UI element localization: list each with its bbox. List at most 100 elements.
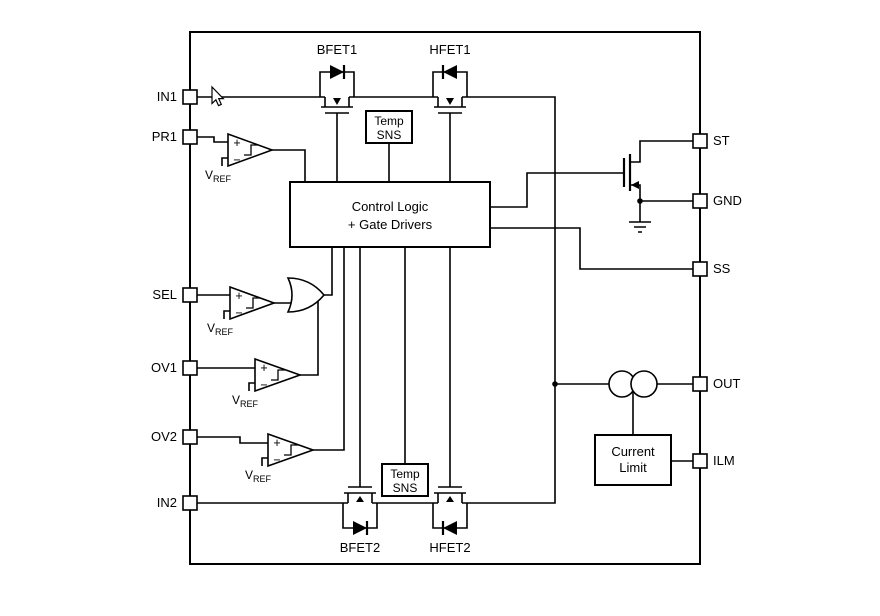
ov1-comparator: + − VREF — [232, 357, 303, 409]
control-logic-line1: Control Logic — [352, 199, 429, 214]
ov2-hysteresis-icon — [284, 444, 298, 456]
bfet2-label: BFET2 — [340, 540, 380, 555]
pin-square — [182, 429, 198, 445]
bfet1-mosfet — [321, 97, 353, 182]
st-drain-wire — [630, 140, 693, 163]
vref-base: V — [205, 168, 213, 182]
ground-bars — [629, 221, 651, 233]
pin-square — [692, 261, 708, 277]
pr1-plus-sign: + — [233, 136, 240, 150]
hfet1-diode-loop — [432, 71, 468, 97]
pin-square — [182, 129, 198, 145]
current-limit-line2: Limit — [619, 460, 647, 475]
pin-label: ILM — [713, 453, 735, 468]
temp-sns-bottom-line2: SNS — [393, 481, 418, 495]
ov2-vref-label: VREF — [245, 468, 272, 484]
bfet2-mosfet — [344, 247, 376, 503]
vref-sub: REF — [215, 327, 234, 337]
temp-sns-bottom-line1: Temp — [390, 467, 420, 481]
sel-vref-label: VREF — [207, 321, 234, 337]
pin-pr1: PR1 — [152, 129, 198, 145]
gnd-junction-dot — [637, 198, 643, 204]
wires — [197, 96, 693, 504]
temp-sns-top-box — [365, 110, 413, 144]
in2-rail-wire — [197, 384, 556, 504]
or-gate-icon — [286, 277, 326, 313]
current-limit-block: Current Limit — [594, 434, 672, 486]
pin-label: SEL — [152, 287, 177, 302]
vref-base: V — [245, 468, 253, 482]
pin-ov2: OV2 — [151, 429, 198, 445]
ov2-comparator: + − VREF — [245, 432, 316, 484]
ground-icon — [629, 221, 651, 233]
bfet2-body-arrow-icon — [356, 496, 364, 502]
current-source-circle-right — [630, 370, 658, 398]
hfet2-diode-icon — [443, 521, 457, 535]
temp-sns-bottom-box — [381, 463, 429, 497]
hfet2-diode-loop — [432, 503, 468, 529]
temp-sns-bottom-block: Temp SNS — [381, 463, 429, 497]
pin-out: OUT — [692, 376, 741, 392]
bfet2-diode-icon — [353, 521, 367, 535]
pr1-hysteresis-icon — [244, 144, 258, 156]
ov2-vref-stub — [261, 457, 268, 466]
or-output-wire — [324, 247, 333, 296]
ov2-output-wire — [313, 247, 345, 451]
pin-st: ST — [692, 133, 730, 149]
st-gate-wire — [490, 172, 624, 208]
ov1-minus-sign: − — [260, 378, 267, 392]
vref-sub: REF — [240, 399, 259, 409]
pin-sel: SEL — [152, 287, 198, 303]
pin-label: PR1 — [152, 129, 177, 144]
bfet1-diode-icon — [330, 65, 344, 79]
ov2-minus-sign: − — [273, 453, 280, 467]
pr1-vref-label: VREF — [205, 168, 232, 184]
current-limit-line1: Current — [611, 444, 655, 459]
st-fet-symbol — [622, 154, 643, 204]
bfet1-symbol — [319, 65, 355, 182]
sel-vref-stub — [223, 310, 230, 319]
sel-plus-sign: + — [235, 289, 242, 303]
pin-square — [182, 495, 198, 511]
temp-sns-top-line1: Temp — [374, 114, 404, 128]
pin-label: SS — [713, 261, 731, 276]
ov1-plus-sign: + — [260, 361, 267, 375]
ov1-output-wire — [300, 298, 319, 376]
bfet1-diode-loop — [319, 71, 355, 97]
vref-base: V — [232, 393, 240, 407]
vref-sub: REF — [213, 174, 232, 184]
mouse-cursor-icon — [211, 85, 225, 107]
hfet1-label: HFET1 — [429, 42, 470, 57]
hfet2-mosfet — [434, 247, 466, 503]
hfet1-symbol — [432, 65, 468, 182]
pr1-minus-sign: − — [233, 153, 240, 167]
control-logic-box — [289, 181, 491, 248]
st-fet-arrow-icon — [631, 181, 639, 189]
bfet1-body-arrow-icon — [333, 98, 341, 105]
pin-label: GND — [713, 193, 742, 208]
bfet2-symbol — [342, 247, 378, 535]
pr1-comparator: + − VREF — [205, 132, 275, 184]
pin-square — [692, 453, 708, 469]
ov2-plus-sign: + — [273, 436, 280, 450]
sel-comparator: + − VREF — [207, 285, 277, 337]
pr1-vref-stub — [221, 157, 228, 166]
pin-ss: SS — [692, 261, 731, 277]
ov1-vref-label: VREF — [232, 393, 259, 409]
pin-label: OV2 — [151, 429, 177, 444]
pin-gnd: GND — [692, 193, 742, 209]
vref-sub: REF — [253, 474, 272, 484]
current-source-icon — [608, 370, 658, 398]
hfet2-symbol — [432, 247, 468, 535]
sel-comparator-body — [229, 285, 277, 321]
hfet1-diode-icon — [443, 65, 457, 79]
pin-in2: IN2 — [157, 495, 198, 511]
pin-square — [182, 89, 198, 105]
pin-label: OV1 — [151, 360, 177, 375]
sel-minus-sign: − — [235, 306, 242, 320]
pin-label: IN1 — [157, 89, 177, 104]
current-limit-box — [594, 434, 672, 486]
pr1-output-wire — [272, 149, 306, 182]
pin-square — [692, 376, 708, 392]
